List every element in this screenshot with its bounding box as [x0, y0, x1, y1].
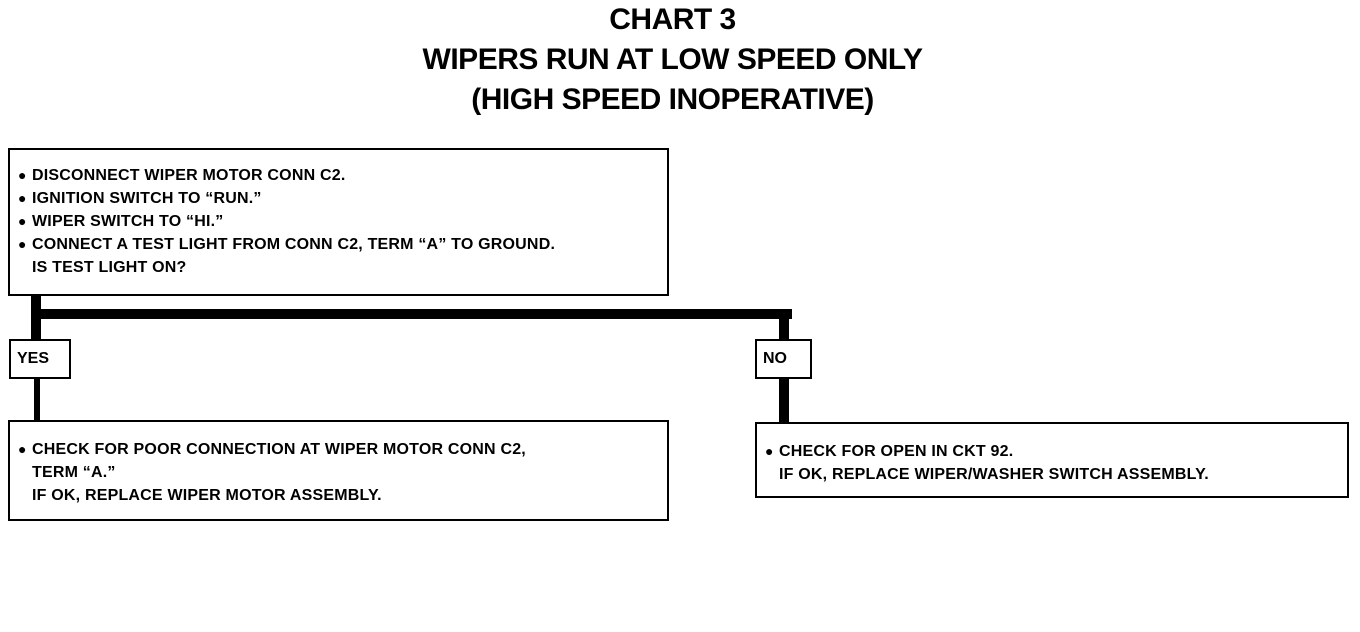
step-text: TERM “A.” [32, 464, 116, 481]
step-text: CHECK FOR POOR CONNECTION AT WIPER MOTOR… [32, 441, 526, 458]
step-text: IF OK, REPLACE WIPER MOTOR ASSEMBLY. [32, 487, 382, 504]
step-text: IGNITION SWITCH TO “RUN.” [32, 190, 262, 207]
title-line-3: (HIGH SPEED INOPERATIVE) [471, 83, 874, 116]
connector-yes-to-result [34, 379, 40, 420]
no-result-box: ● CHECK FOR OPEN IN CKT 92. IF OK, REPLAC… [755, 422, 1349, 498]
connector-no-down [779, 309, 789, 339]
connector-horizontal-bar [31, 309, 792, 319]
yes-label: YES [9, 339, 71, 379]
yes-step-term: TERM “A.” [18, 461, 667, 484]
bullet-icon: ● [18, 213, 27, 229]
step-wiper-switch: ● WIPER SWITCH TO “HI.” [18, 210, 667, 233]
yes-result-box: ● CHECK FOR POOR CONNECTION AT WIPER MOTO… [8, 420, 669, 521]
bullet-icon: ● [18, 236, 27, 252]
step-text: IF OK, REPLACE WIPER/WASHER SWITCH ASSEM… [779, 466, 1209, 483]
title-line-1: CHART 3 [609, 3, 736, 36]
bullet-icon: ● [18, 190, 27, 206]
title-line-2: WIPERS RUN AT LOW SPEED ONLY [422, 43, 923, 76]
step-ignition: ● IGNITION SWITCH TO “RUN.” [18, 187, 667, 210]
bullet-icon: ● [18, 441, 27, 457]
step-text: CHECK FOR OPEN IN CKT 92. [779, 443, 1014, 460]
question-text-value: IS TEST LIGHT ON? [32, 259, 187, 276]
bullet-icon: ● [765, 443, 774, 459]
step-text: WIPER SWITCH TO “HI.” [32, 213, 224, 230]
question-text: IS TEST LIGHT ON? [18, 256, 667, 279]
step-text: DISCONNECT WIPER MOTOR CONN C2. [32, 167, 346, 184]
no-step-check: ● CHECK FOR OPEN IN CKT 92. [765, 440, 1347, 463]
bullet-icon: ● [18, 167, 27, 183]
chart-title: CHART 3 WIPERS RUN AT LOW SPEED ONLY (HI… [0, 0, 1345, 120]
yes-step-check: ● CHECK FOR POOR CONNECTION AT WIPER MOTO… [18, 438, 667, 461]
connector-no-to-result [779, 379, 789, 422]
step-test-light: ● CONNECT A TEST LIGHT FROM CONN C2, TERM… [18, 233, 667, 256]
step-text: CONNECT A TEST LIGHT FROM CONN C2, TERM … [32, 236, 556, 253]
no-step-replace: IF OK, REPLACE WIPER/WASHER SWITCH ASSEM… [765, 463, 1347, 486]
step-disconnect: ● DISCONNECT WIPER MOTOR CONN C2. [18, 164, 667, 187]
no-label: NO [755, 339, 812, 379]
yes-step-replace: IF OK, REPLACE WIPER MOTOR ASSEMBLY. [18, 484, 667, 507]
question-box: ● DISCONNECT WIPER MOTOR CONN C2. ● IGNITI… [8, 148, 669, 296]
